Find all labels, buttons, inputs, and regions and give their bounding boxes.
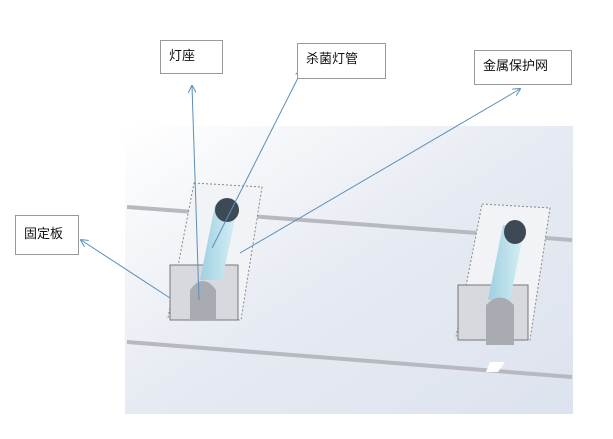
arrow-fixing-plate [81, 240, 171, 299]
uv-unit-right [455, 203, 551, 372]
arrow-uv-tube [211, 70, 302, 249]
uv-unit-left [167, 182, 263, 321]
label-fixing-plate: 固定板 [15, 215, 79, 255]
label-uv-tube: 杀菌灯管 [297, 43, 386, 79]
arrow-lamp-base [192, 86, 200, 301]
label-metal-mesh: 金属保护网 [474, 50, 572, 85]
label-lamp-base: 灯座 [160, 40, 223, 74]
arrow-metal-mesh [239, 89, 520, 254]
